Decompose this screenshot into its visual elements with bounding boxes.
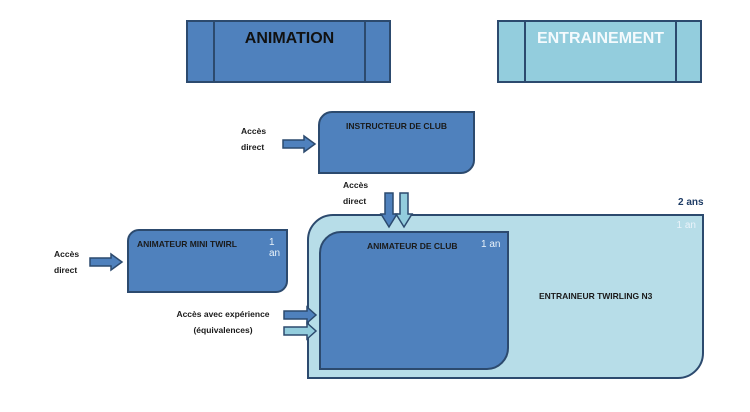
box-instructeur-title: INSTRUCTEUR DE CLUB [345, 121, 448, 131]
header-animation-label: ANIMATION [244, 30, 335, 47]
header-divider-right [364, 22, 389, 81]
arrow-right-light-icon [283, 321, 318, 341]
box-mini-twirl-title: ANIMATEUR MINI TWIRL [137, 239, 237, 249]
box-animateur-mini-twirl: ANIMATEUR MINI TWIRL 1 an [127, 229, 288, 293]
label-line: Accès avec expérience [176, 309, 270, 319]
header-entrainement-label: ENTRAINEMENT [536, 30, 665, 47]
label-line: direct [343, 196, 367, 206]
arrow-right-icon [282, 134, 317, 154]
label-line: Accès [241, 126, 267, 136]
header-entrainement: ENTRAINEMENT [497, 20, 702, 83]
arrow-right-dark-icon [283, 305, 318, 325]
label-total-duration: 2 ans [678, 197, 704, 208]
label-line: Accès [343, 180, 369, 190]
arrow-down-light-icon [394, 192, 414, 229]
box-animateur-club-title: ANIMATEUR DE CLUB [367, 241, 458, 251]
label-line: direct [241, 142, 265, 152]
header-divider-left [499, 22, 526, 81]
label-line: direct [54, 265, 78, 275]
box-entraineur-duration: 1 an [676, 220, 696, 231]
box-mini-twirl-duration: 1 an [269, 237, 281, 259]
box-instructeur-de-club: INSTRUCTEUR DE CLUB [318, 111, 475, 174]
label-acces-experience: Accès avec expérience (équivalences) [168, 306, 278, 338]
label-line: Accès [54, 249, 80, 259]
arrow-down-dark-icon [379, 192, 399, 229]
box-animateur-club-duration: 1 an [481, 239, 501, 250]
label-acces-direct-club: Accès direct [343, 177, 368, 209]
header-animation: ANIMATION [186, 20, 391, 83]
header-divider-right [675, 22, 700, 81]
label-acces-direct-instructeur: Accès direct [241, 123, 266, 155]
label-line: (équivalences) [193, 325, 253, 335]
header-divider-left [188, 22, 215, 81]
label-acces-direct-mini: Accès direct [54, 246, 79, 278]
arrow-right-icon [89, 252, 124, 272]
box-animateur-de-club: ANIMATEUR DE CLUB 1 an [319, 231, 509, 370]
box-entraineur-title: ENTRAINEUR TWIRLING N3 [539, 291, 653, 301]
